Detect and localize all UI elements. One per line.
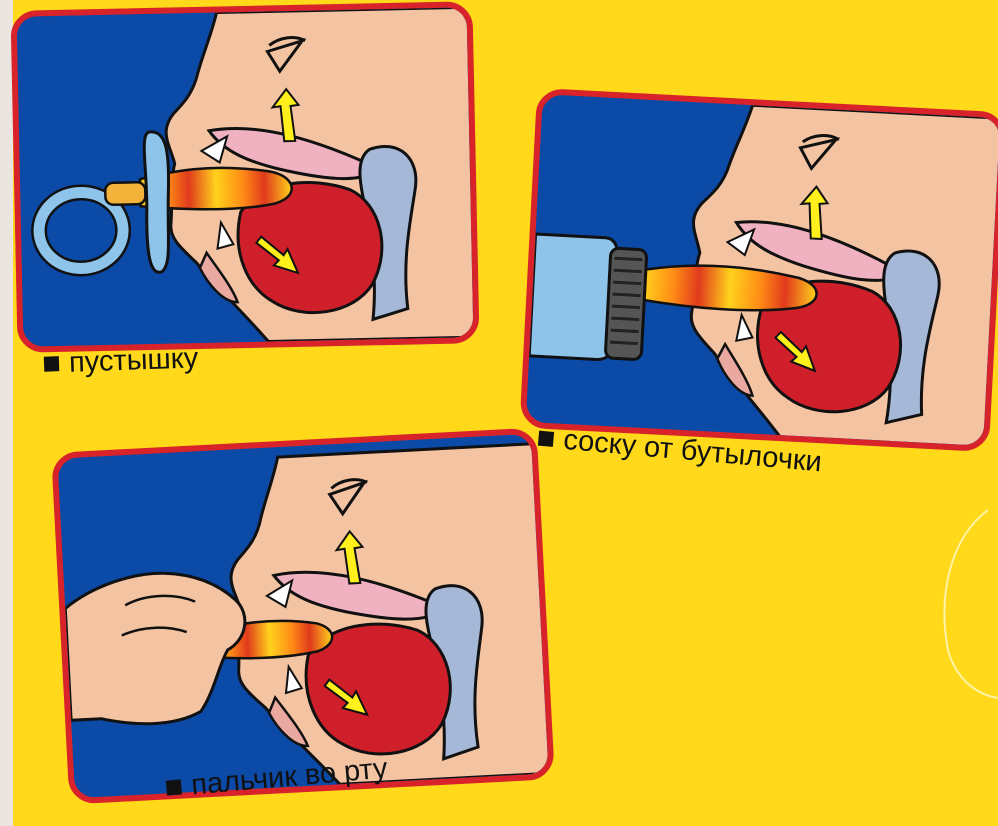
caption-text: пустышку: [68, 342, 198, 379]
bullet-square: [44, 356, 60, 372]
faint-curve-doodle: [878, 500, 998, 700]
bottle-panel: [519, 88, 998, 452]
bullet-square: [166, 779, 182, 795]
bullet-square: [538, 431, 554, 447]
left-page-edge: [0, 0, 13, 826]
pacifier-illustration: [17, 7, 474, 346]
caption-pacifier: пустышку: [43, 342, 198, 380]
thumb-illustration: [57, 434, 548, 798]
bottle-illustration: [526, 94, 998, 446]
pacifier-panel: [10, 1, 479, 353]
thumb-panel: [51, 428, 555, 805]
bottle-icon: [529, 234, 647, 362]
